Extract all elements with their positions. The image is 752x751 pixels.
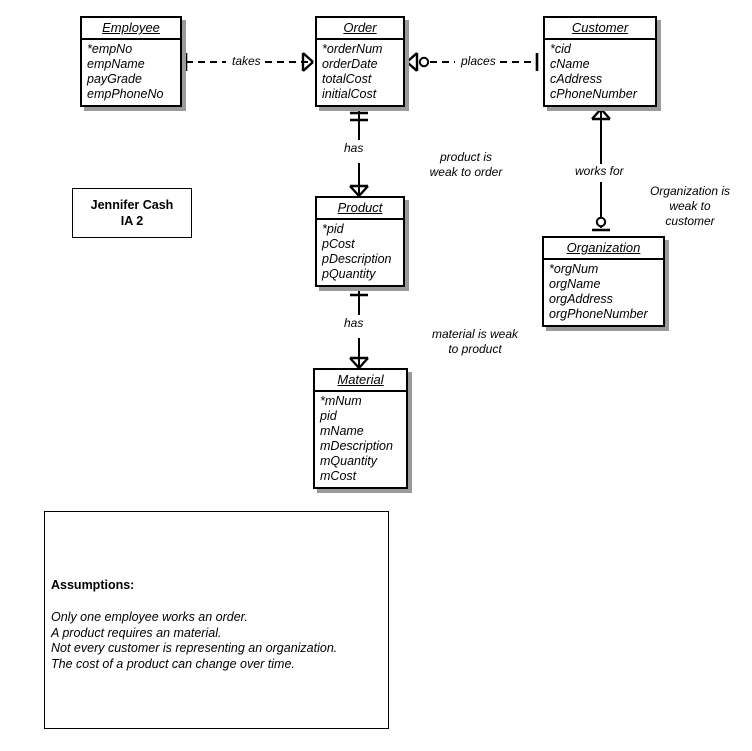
assumptions-box: Assumptions: Only one employee works an … [44,511,389,729]
relationship-order-has-product [349,109,369,197]
note-line: customer [665,214,715,228]
attribute: pCost [322,237,355,251]
assumption-item: Not every customer is representing an or… [51,641,338,655]
relationship-label-order-has-product: has [341,141,367,155]
entity-product-title: Product [317,198,403,220]
attribute: *orderNum [322,42,383,56]
entity-order[interactable]: Order *orderNum orderDate totalCost init… [315,16,405,107]
assumption-item: A product requires an material. [51,625,222,640]
places-crowsfoot-order [406,52,419,72]
note-line: product is [439,150,493,164]
note-line: material is weak [431,327,519,341]
note-organization-weak-to-customer: Organization is weak to customer [626,184,752,229]
relationship-works-for [591,108,611,232]
entity-organization[interactable]: Organization *orgNum orgName orgAddress … [542,236,665,327]
entity-customer-attributes: *cid cName cAddress cPhoneNumber [545,40,655,105]
relationship-places [406,52,539,72]
attribute: initialCost [322,87,377,101]
note-product-weak-to-order: product is weak to order [396,150,536,180]
attribute: mQuantity [320,454,377,468]
places-zero-circle [418,56,430,68]
entity-order-attributes: *orderNum orderDate totalCost initialCos… [317,40,403,105]
attribute: mName [320,424,364,438]
works-for-crowsfoot-customer [591,108,611,121]
relationship-takes [184,52,314,72]
assumptions-title: Assumptions: [51,578,135,592]
note-line: Organization is [649,184,731,198]
entity-order-title: Order [317,18,403,40]
assignment-name: IA 2 [120,214,144,228]
attribute: *empNo [87,42,133,56]
author-name: Jennifer Cash [90,198,174,212]
entity-employee[interactable]: Employee *empNo empName payGrade empPhon… [80,16,182,107]
relationship-label-works-for: works for [571,164,628,178]
attribute: cName [550,57,590,71]
attribute: orderDate [322,57,378,71]
author-name-box: Jennifer Cash IA 2 [72,188,192,238]
entity-organization-attributes: *orgNum orgName orgAddress orgPhoneNumbe… [544,260,663,325]
assumptions-list: Only one employee works an order. A prod… [45,610,388,672]
order-product-crowsfoot [349,184,369,197]
note-material-weak-to-product: material is weak to product [389,327,561,357]
product-material-crowsfoot [349,356,369,369]
attribute: cPhoneNumber [550,87,637,101]
attribute: payGrade [87,72,142,86]
attribute: totalCost [322,72,372,86]
entity-product[interactable]: Product *pid pCost pDescription pQuantit… [315,196,405,287]
attribute: *orgNum [549,262,599,276]
attribute: orgAddress [549,292,613,306]
attribute: *mNum [320,394,362,408]
works-for-zero-circle [595,216,607,228]
relationship-label-takes: takes [228,54,265,68]
entity-material-title: Material [315,370,406,392]
entity-organization-title: Organization [544,238,663,260]
attribute: orgName [549,277,601,291]
entity-material[interactable]: Material *mNum pid mName mDescription mQ… [313,368,408,489]
attribute: *cid [550,42,571,56]
relationship-product-has-material [349,285,369,369]
relationship-label-product-has-material: has [341,316,367,330]
attribute: empPhoneNo [87,87,164,101]
relationship-label-places: places [457,54,500,68]
assumption-item: Only one employee works an order. [51,610,248,624]
attribute: cAddress [550,72,603,86]
note-line: weak to [669,199,711,213]
attribute: pDescription [322,252,392,266]
attribute: pid [320,409,337,423]
attribute: pQuantity [322,267,376,281]
note-line: to product [448,342,502,356]
entity-product-attributes: *pid pCost pDescription pQuantity [317,220,403,285]
entity-employee-attributes: *empNo empName payGrade empPhoneNo [82,40,180,105]
attribute: orgPhoneNumber [549,307,648,321]
entity-customer[interactable]: Customer *cid cName cAddress cPhoneNumbe… [543,16,657,107]
entity-employee-title: Employee [82,18,180,40]
attribute: mCost [320,469,357,483]
attribute: *pid [322,222,344,236]
attribute: mDescription [320,439,393,453]
attribute: empName [87,57,145,71]
assumption-item: The cost of a product can change over ti… [51,656,295,671]
note-line: weak to order [429,165,503,179]
entity-customer-title: Customer [545,18,655,40]
takes-crowsfoot-order [301,52,314,72]
entity-material-attributes: *mNum pid mName mDescription mQuantity m… [315,392,406,487]
